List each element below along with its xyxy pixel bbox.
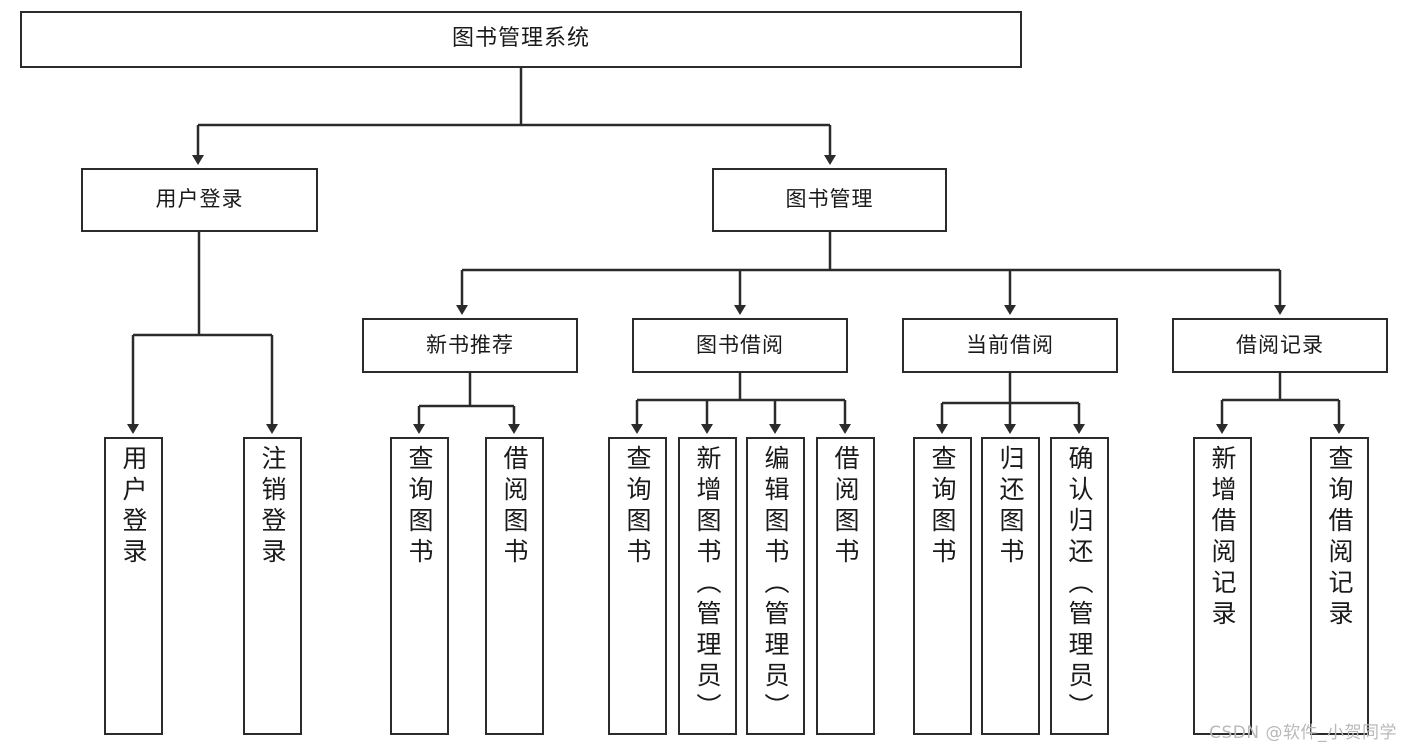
node-label: 图书借阅 [696, 332, 784, 357]
leaf-user-login[interactable]: 用户登录 [104, 437, 163, 735]
leaf-add-book-admin[interactable]: 新增图书（管理员） [678, 437, 737, 735]
leaf-add-borrow-record[interactable]: 新增借阅记录 [1193, 437, 1252, 735]
node-new-book-recommend[interactable]: 新书推荐 [362, 318, 578, 373]
node-label: 查询借阅记录 [1325, 445, 1354, 631]
node-label: 确认归还（管理员） [1065, 445, 1094, 724]
node-label: 注销登录 [258, 445, 287, 569]
node-label: 归还图书 [996, 445, 1025, 569]
node-borrow-records[interactable]: 借阅记录 [1172, 318, 1388, 373]
node-book-management[interactable]: 图书管理 [712, 168, 947, 232]
node-label: 新增图书（管理员） [693, 445, 722, 724]
node-current-borrow[interactable]: 当前借阅 [902, 318, 1118, 373]
node-book-borrow[interactable]: 图书借阅 [632, 318, 848, 373]
leaf-edit-book-admin[interactable]: 编辑图书（管理员） [746, 437, 805, 735]
leaf-borrow-book-recommend[interactable]: 借阅图书 [485, 437, 544, 735]
node-label: 借阅记录 [1236, 332, 1324, 357]
node-label: 借阅图书 [500, 445, 529, 569]
leaf-confirm-return-admin[interactable]: 确认归还（管理员） [1050, 437, 1109, 735]
node-label: 查询图书 [928, 445, 957, 569]
node-label: 用户登录 [119, 445, 148, 569]
node-label: 当前借阅 [966, 332, 1054, 357]
leaf-query-book-recommend[interactable]: 查询图书 [390, 437, 449, 735]
node-label: 借阅图书 [831, 445, 860, 569]
leaf-query-borrow-record[interactable]: 查询借阅记录 [1310, 437, 1369, 735]
node-label: 查询图书 [623, 445, 652, 569]
leaf-query-book-current[interactable]: 查询图书 [913, 437, 972, 735]
node-label: 新增借阅记录 [1208, 445, 1237, 631]
node-label: 用户登录 [155, 187, 244, 212]
node-root-system[interactable]: 图书管理系统 [20, 11, 1022, 68]
node-label: 图书管理系统 [451, 26, 590, 52]
node-label: 图书管理 [785, 187, 874, 212]
leaf-query-book-borrow[interactable]: 查询图书 [608, 437, 667, 735]
node-label: 编辑图书（管理员） [761, 445, 790, 724]
node-label: 新书推荐 [426, 332, 514, 357]
leaf-borrow-book[interactable]: 借阅图书 [816, 437, 875, 735]
leaf-return-book[interactable]: 归还图书 [981, 437, 1040, 735]
leaf-logout[interactable]: 注销登录 [243, 437, 302, 735]
node-label: 查询图书 [405, 445, 434, 569]
node-user-login[interactable]: 用户登录 [81, 168, 318, 232]
